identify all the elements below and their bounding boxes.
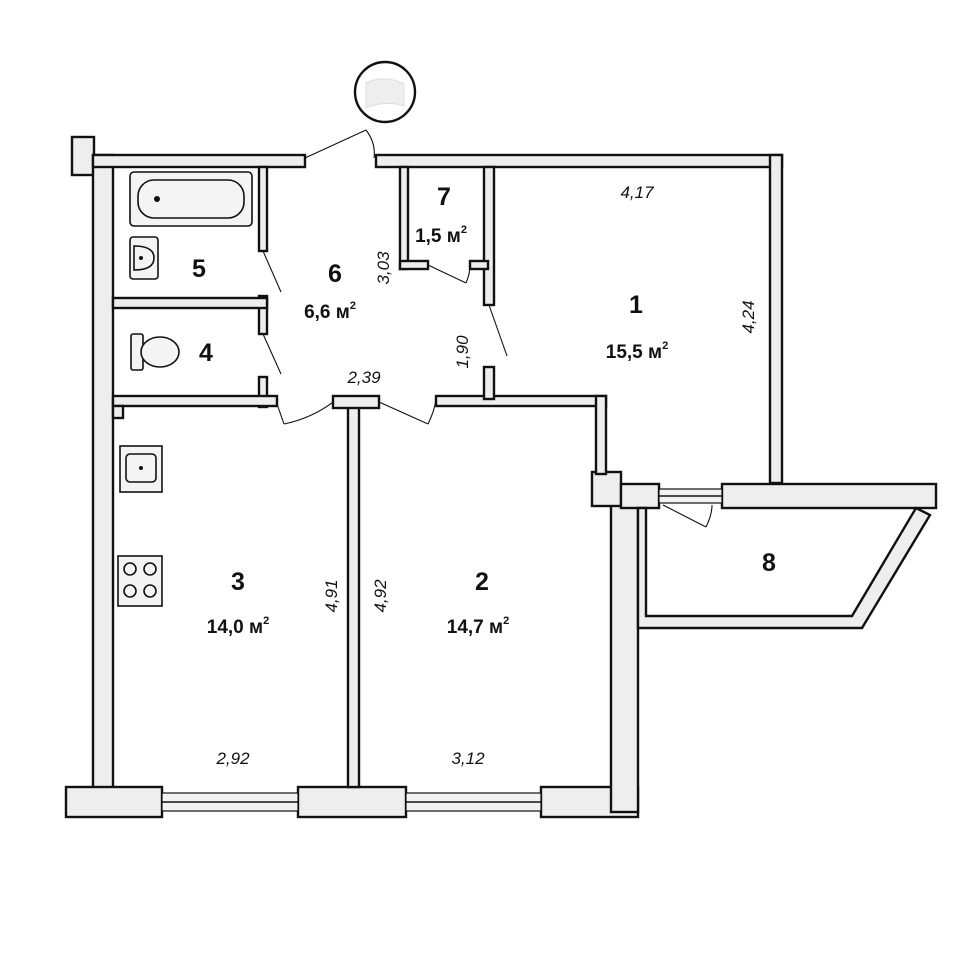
dim-room6-width: 2,39 [346, 368, 381, 387]
room-label-7: 7 1,5 м2 [415, 183, 467, 247]
svg-text:1: 1 [629, 291, 643, 319]
svg-text:3: 3 [231, 568, 245, 596]
exterior-walls [64, 135, 938, 819]
dim-room2-depth: 4,92 [371, 579, 390, 613]
loggia-outline [636, 506, 932, 630]
room-label-4: 4 [199, 339, 213, 367]
dim-room2-width: 3,12 [451, 749, 485, 768]
windows [161, 488, 723, 812]
svg-text:4: 4 [199, 339, 213, 367]
svg-text:14,0 м2: 14,0 м2 [207, 615, 269, 638]
svg-text:6,6 м2: 6,6 м2 [304, 300, 356, 323]
dim-corridor-width: 1,90 [453, 335, 472, 369]
room-label-8: 8 [762, 549, 776, 577]
svg-text:5: 5 [192, 255, 206, 283]
dim-room3-width: 2,92 [215, 749, 250, 768]
interior-walls [111, 165, 608, 789]
dim-room6-length: 3,03 [374, 251, 393, 285]
svg-text:2: 2 [475, 568, 489, 596]
room-label-1: 1 15,5 м2 [606, 291, 668, 363]
compass-icon [353, 60, 417, 124]
kitchen-sink-icon [119, 445, 163, 493]
dim-room1-width: 4,17 [620, 183, 654, 202]
room-label-6: 6 6,6 м2 [304, 260, 356, 323]
washbasin-icon [129, 236, 159, 280]
svg-text:8: 8 [762, 549, 776, 577]
toilet-icon [130, 333, 180, 371]
svg-text:6: 6 [328, 260, 342, 288]
stove-icon [117, 555, 163, 607]
svg-text:15,5 м2: 15,5 м2 [606, 340, 668, 363]
doors [262, 129, 713, 528]
dim-room3-depth: 4,91 [322, 579, 341, 612]
room-label-2: 2 14,7 м2 [447, 568, 509, 638]
svg-text:14,7 м2: 14,7 м2 [447, 615, 509, 638]
bathtub-icon [129, 171, 253, 227]
svg-text:7: 7 [437, 183, 451, 211]
room-label-3: 3 14,0 м2 [207, 568, 269, 638]
dim-room1-depth: 4,24 [739, 300, 758, 333]
room-label-5: 5 [192, 255, 206, 283]
svg-text:1,5 м2: 1,5 м2 [415, 224, 467, 247]
